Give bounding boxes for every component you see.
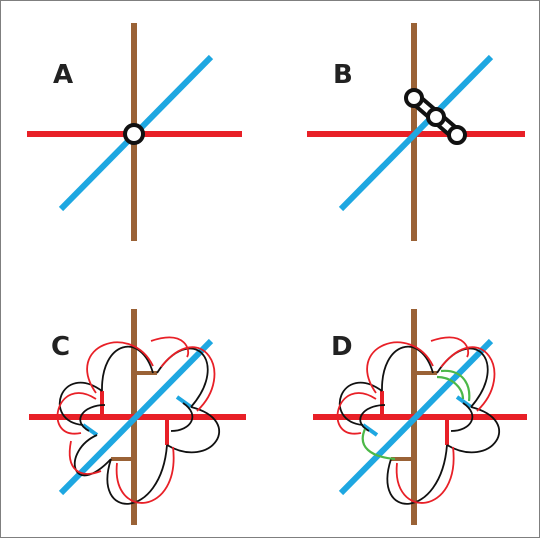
- panel-d-diagonal-line: [338, 338, 494, 496]
- panel-a: A: [27, 23, 242, 241]
- panel-d-label: D: [331, 332, 353, 362]
- panel-a-label: A: [53, 60, 73, 90]
- panel-b-node-vertical: [404, 88, 424, 108]
- panel-b-node-horizontal: [447, 125, 467, 145]
- panel-c-stubs: [81, 371, 193, 461]
- panel-c-black-arcs: [58, 345, 221, 505]
- panel-d-red-arcs: [336, 336, 496, 504]
- panel-d: D: [313, 309, 527, 525]
- panel-b-label: B: [333, 60, 353, 90]
- panel-a-crossing-node: [123, 123, 145, 145]
- panel-d-stubs: [361, 371, 473, 461]
- panel-b-diagonal-line: [338, 54, 494, 212]
- panel-b: B: [307, 23, 525, 241]
- panel-c-diagonal-line: [58, 338, 214, 496]
- panel-d-green-arcs: [361, 369, 471, 461]
- panel-b-split-node: [404, 88, 467, 145]
- panel-b-node-diagonal: [426, 107, 446, 127]
- panel-c-label: C: [51, 332, 70, 362]
- panel-c: C: [29, 309, 246, 525]
- panel-c-red-arcs: [56, 336, 216, 504]
